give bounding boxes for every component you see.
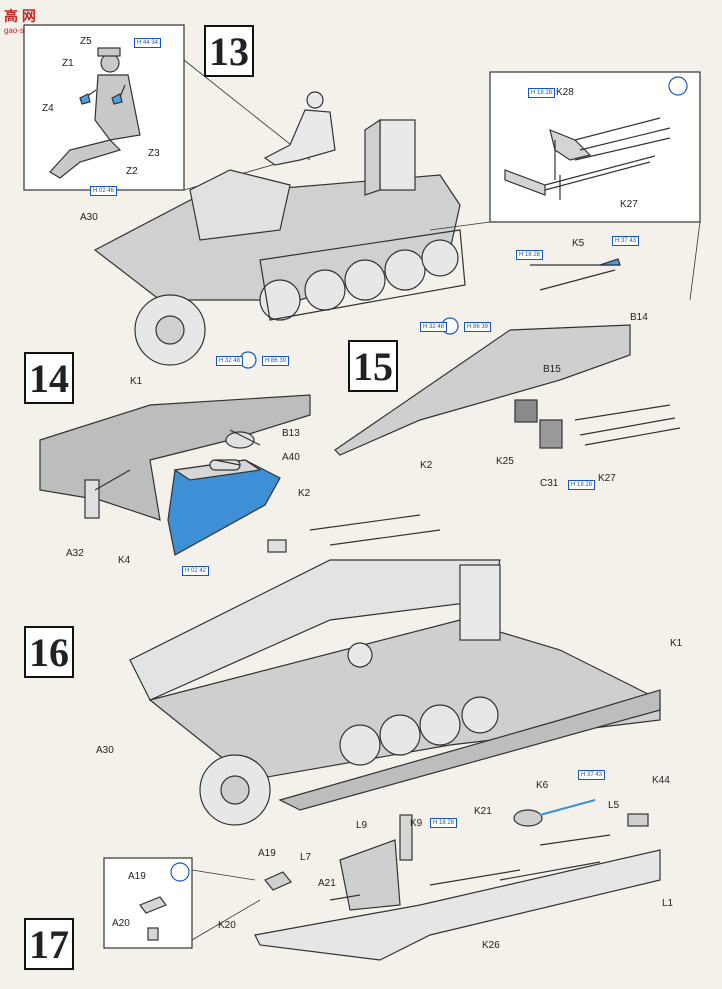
color-ref-tag: H 18 28 xyxy=(528,88,556,98)
part-label-a30-a: A30 xyxy=(80,212,98,223)
rifle-rack-inset xyxy=(489,71,701,223)
part-label-k26: K26 xyxy=(482,940,500,951)
part-label-a40: A40 xyxy=(282,452,300,463)
part-label-k28: K28 xyxy=(556,87,574,98)
part-label-a19-b: A19 xyxy=(128,871,146,882)
part-label-k2-a: K2 xyxy=(420,460,433,471)
step14-side-panel xyxy=(39,394,311,556)
step15-side-panel xyxy=(334,258,681,456)
part-label-k27-a: K27 xyxy=(620,199,638,210)
step-number-15: 15 xyxy=(348,340,398,392)
part-label-k1-b: K1 xyxy=(670,638,683,649)
part-label-k5: K5 xyxy=(572,238,585,249)
part-label-z2: Z2 xyxy=(126,166,138,177)
part-label-k20: K20 xyxy=(218,920,236,931)
part-label-z5: Z5 xyxy=(80,36,92,47)
color-ref-tag: H 37 43 xyxy=(612,236,640,246)
part-label-k4: K4 xyxy=(118,555,131,566)
part-label-l5: L5 xyxy=(608,800,620,811)
part-label-k27-b: K27 xyxy=(598,473,616,484)
color-ref-tag: H 18 28 xyxy=(430,818,458,828)
watermark-title: 高 网 xyxy=(4,8,36,24)
part-label-a19-a: A19 xyxy=(258,848,276,859)
color-ref-tag: H 37 43 xyxy=(578,770,606,780)
part-label-a21: A21 xyxy=(318,878,336,889)
part-label-a32: A32 xyxy=(66,548,84,559)
paint-icons xyxy=(170,76,688,882)
part-label-z4: Z4 xyxy=(42,103,54,114)
color-ref-tag: H 32 48 xyxy=(216,356,244,366)
part-label-a30-b: A30 xyxy=(96,745,114,756)
rack-parts xyxy=(504,117,671,200)
color-ref-tag: H 18 28 xyxy=(516,250,544,260)
part-label-a20: A20 xyxy=(112,918,130,929)
halftrack-step16 xyxy=(129,514,661,826)
step-number-16: 16 xyxy=(24,626,74,678)
part-label-b13: B13 xyxy=(282,428,300,439)
color-ref-tag: H 32 48 xyxy=(420,322,448,332)
part-label-c31: C31 xyxy=(540,478,559,489)
part-label-k21: K21 xyxy=(474,806,492,817)
step-number-14: 14 xyxy=(24,352,74,404)
color-ref-tag: H 02 42 xyxy=(182,566,210,576)
part-label-k44: K44 xyxy=(652,775,670,786)
step17-fender xyxy=(254,799,661,961)
color-ref-tag: H 86 39 xyxy=(464,322,492,332)
part-label-b15: B15 xyxy=(543,364,561,375)
part-label-k2-b: K2 xyxy=(298,488,311,499)
part-label-l7: L7 xyxy=(300,852,312,863)
part-label-z1: Z1 xyxy=(62,58,74,69)
part-label-l9: L9 xyxy=(356,820,368,831)
part-label-z3: Z3 xyxy=(148,148,160,159)
part-label-k1-a: K1 xyxy=(130,376,143,387)
part-label-b14: B14 xyxy=(630,312,648,323)
part-label-k25: K25 xyxy=(496,456,514,467)
color-ref-tag: H 02 46 xyxy=(90,186,118,196)
color-ref-tag: H 18 28 xyxy=(568,480,596,490)
step-number-17: 17 xyxy=(24,918,74,970)
halftrack-step13 xyxy=(93,91,466,366)
color-ref-tag: H 44 34 xyxy=(134,38,162,48)
part-label-k6: K6 xyxy=(536,780,549,791)
seated-figure-detail xyxy=(49,47,141,179)
part-label-l1: L1 xyxy=(662,898,674,909)
step-number-13: 13 xyxy=(204,25,254,77)
part-label-k9: K9 xyxy=(410,818,423,829)
color-ref-tag: H 86 39 xyxy=(262,356,290,366)
